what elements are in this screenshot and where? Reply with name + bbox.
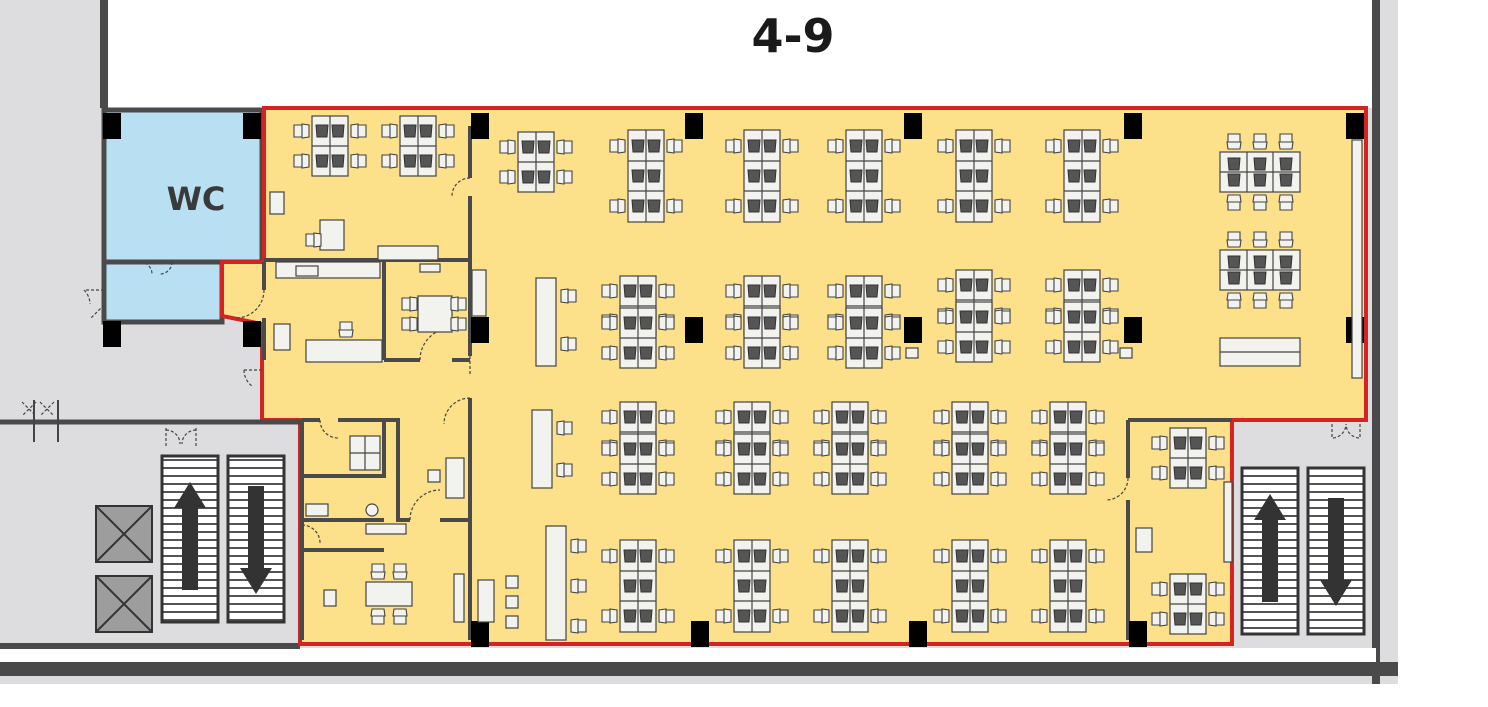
restroom-label: WC [167,180,226,218]
restroom-outer-door [82,289,105,320]
interior-walls [262,126,1232,640]
workstation-cluster-right [1152,134,1363,634]
office-furniture [269,191,1233,629]
arrow-up-icon [174,482,206,590]
top-light-area [104,0,1376,108]
outer-wall-right [100,0,1380,684]
escalator-right-down [1306,466,1366,636]
elevator-icon [95,575,153,633]
workstation-pods-row-3 [531,402,1104,494]
floor-title: 4-9 [751,9,834,63]
arrow-up-icon [1254,494,1286,602]
workstation-pods-row-2 [535,270,1118,368]
workstation-pods-row-4 [545,525,1104,641]
arrow-down-icon [1320,498,1352,606]
restroom-door [139,261,173,275]
elevator-icon [95,505,153,563]
restroom-wc [101,107,265,265]
interior-doors [235,177,1129,544]
restroom-annex [101,259,225,325]
arrow-down-icon [240,486,272,594]
core-door [165,428,197,446]
